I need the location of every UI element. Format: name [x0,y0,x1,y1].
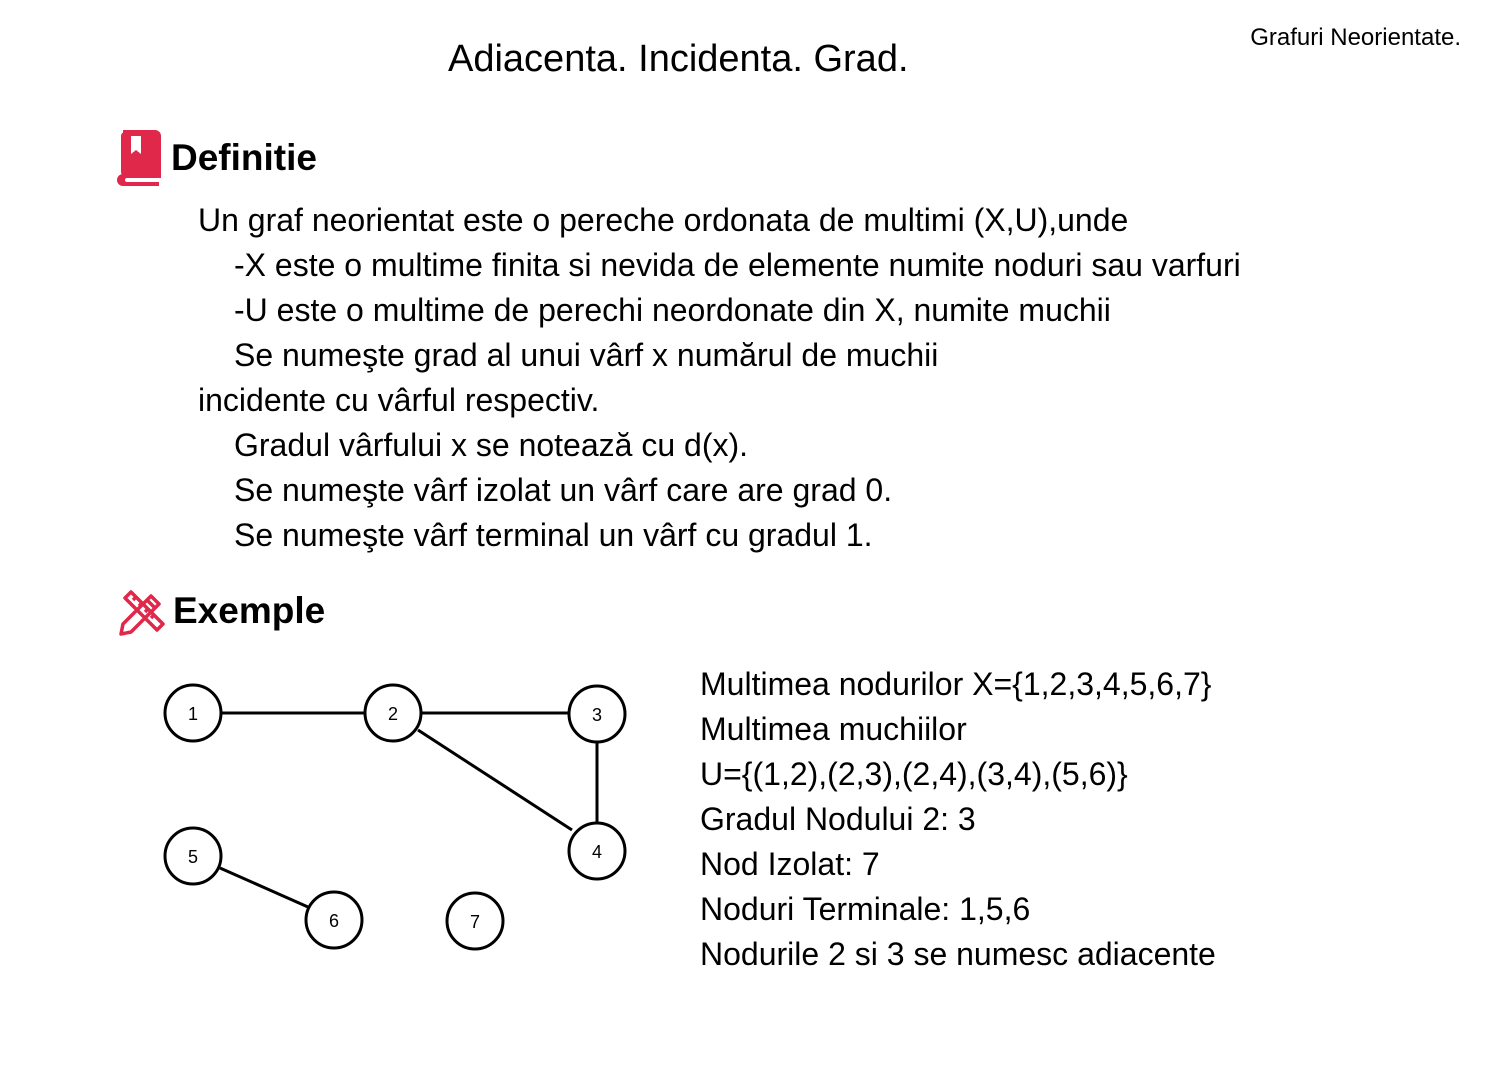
definition-heading: Definitie [117,128,317,188]
definition-body: Un graf neorientat este o pereche ordona… [198,198,1241,558]
pencil-ruler-icon [119,590,165,636]
edge-5-6 [219,866,309,909]
node-1 [163,683,223,743]
node-3 [567,684,627,744]
example-line: U={(1,2),(2,3),(2,4),(3,4),(5,6)} [700,756,1128,792]
book-icon [117,130,161,186]
page-title: Adiacenta. Incidenta. Grad. [448,38,909,80]
definition-line: Un graf neorientat este o pereche ordona… [198,202,1129,238]
node-label-2: 2 [388,704,398,724]
definition-line: Se numeşte grad al unui vârf x numărul d… [234,337,939,373]
example-line: Nod Izolat: 7 [700,846,880,882]
graph-diagram: 1 2 3 4 5 6 7 [163,683,627,951]
node-label-3: 3 [592,705,602,725]
node-2 [363,683,423,743]
definition-line: incidente cu vârful respectiv. [198,382,600,418]
example-line: Nodurile 2 si 3 se numesc adiacente [700,936,1216,972]
definition-line: Se numeşte vârf terminal un vârf cu grad… [234,517,873,553]
examples-heading-label: Exemple [173,590,326,631]
definition-line: Se numeşte vârf izolat un vârf care are … [234,472,893,508]
node-label-6: 6 [329,911,339,931]
example-body: Multimea nodurilor X={1,2,3,4,5,6,7} Mul… [700,662,1216,977]
topic-label: Grafuri Neorientate. [1250,24,1461,51]
definition-line: Gradul vârfului x se notează cu d(x). [234,427,749,463]
example-line: Multimea nodurilor X={1,2,3,4,5,6,7} [700,666,1212,702]
edge-2-4 [417,728,573,832]
definition-line: -U este o multime de perechi neordonate … [234,292,1111,328]
node-7 [445,891,505,951]
node-label-7: 7 [470,912,480,932]
example-line: Gradul Nodului 2: 3 [700,801,976,837]
example-line: Multimea muchiilor [700,711,967,747]
node-4 [567,821,627,881]
definition-heading-label: Definitie [171,137,317,178]
node-label-5: 5 [188,847,198,867]
example-line: Noduri Terminale: 1,5,6 [700,891,1031,927]
node-5 [163,826,223,886]
definition-line: -X este o multime finita si nevida de el… [234,247,1241,283]
node-6 [304,890,364,950]
node-label-4: 4 [592,842,602,862]
examples-heading: Exemple [117,586,325,636]
node-label-1: 1 [188,704,198,724]
